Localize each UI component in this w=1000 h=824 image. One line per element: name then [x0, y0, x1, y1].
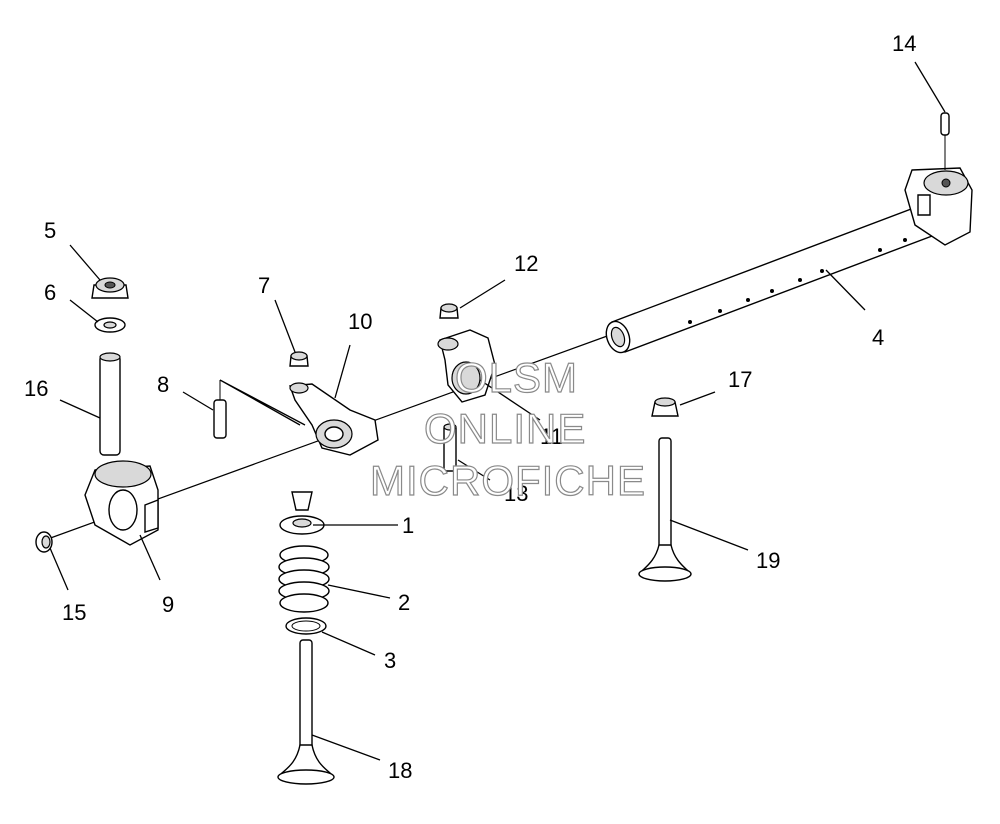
- part-8-adjusting-screw: [213, 379, 306, 439]
- part-3-spring-seat: [285, 617, 327, 635]
- callout-labels: 1 2 3 4 5 6 7 8 9 10 11 12 13 14 15 16 1…: [24, 31, 916, 783]
- part-10-rocker-arm: [289, 382, 379, 456]
- callout-14: 14: [892, 31, 916, 56]
- part-4-rocker-shaft: [605, 199, 949, 354]
- part-16-stud: [99, 352, 121, 456]
- watermark-line-2: ONLINE: [424, 405, 586, 452]
- callout-17: 17: [728, 367, 752, 392]
- part-9-rocker-support-right: [904, 167, 973, 246]
- part-12-locknut: [439, 303, 459, 319]
- part-11-rocker-arm: [437, 329, 496, 403]
- callout-3: 3: [384, 648, 396, 673]
- leader-lines: [49, 61, 946, 761]
- callout-8: 8: [157, 372, 169, 397]
- callout-1: 1: [402, 513, 414, 538]
- callout-11: 11: [540, 424, 563, 449]
- part-6-washer: [94, 317, 126, 333]
- callout-12: 12: [514, 251, 538, 276]
- part-5-nut: [91, 277, 129, 299]
- callout-18: 18: [388, 758, 412, 783]
- part-14-pin: [940, 112, 950, 170]
- part-13-adjusting-screw: [443, 423, 457, 472]
- callout-4: 4: [872, 325, 884, 350]
- callout-19: 19: [756, 548, 780, 573]
- part-15-plug: [35, 531, 53, 553]
- part-9-rocker-support-left: [84, 460, 159, 546]
- callout-16: 16: [24, 376, 48, 401]
- callout-13: 13: [504, 481, 528, 506]
- part-18-valve: [277, 639, 335, 785]
- callout-9: 9: [162, 592, 174, 617]
- callout-10: 10: [348, 309, 372, 334]
- part-17-valve-seal: [651, 397, 679, 417]
- callout-2: 2: [398, 590, 410, 615]
- part-2-valve-spring: [278, 545, 330, 613]
- callout-15: 15: [62, 600, 86, 625]
- callout-7: 7: [258, 273, 270, 298]
- watermark-line-1: OLSM: [455, 354, 578, 401]
- part-19-valve: [638, 437, 692, 582]
- callout-5: 5: [44, 218, 56, 243]
- watermark-line-3: MICROFICHE: [370, 457, 646, 504]
- part-1-spring-retainer: [279, 491, 325, 535]
- watermark: OLSM ONLINE MICROFICHE: [369, 353, 646, 504]
- part-7-locknut: [289, 351, 309, 367]
- callout-6: 6: [44, 280, 56, 305]
